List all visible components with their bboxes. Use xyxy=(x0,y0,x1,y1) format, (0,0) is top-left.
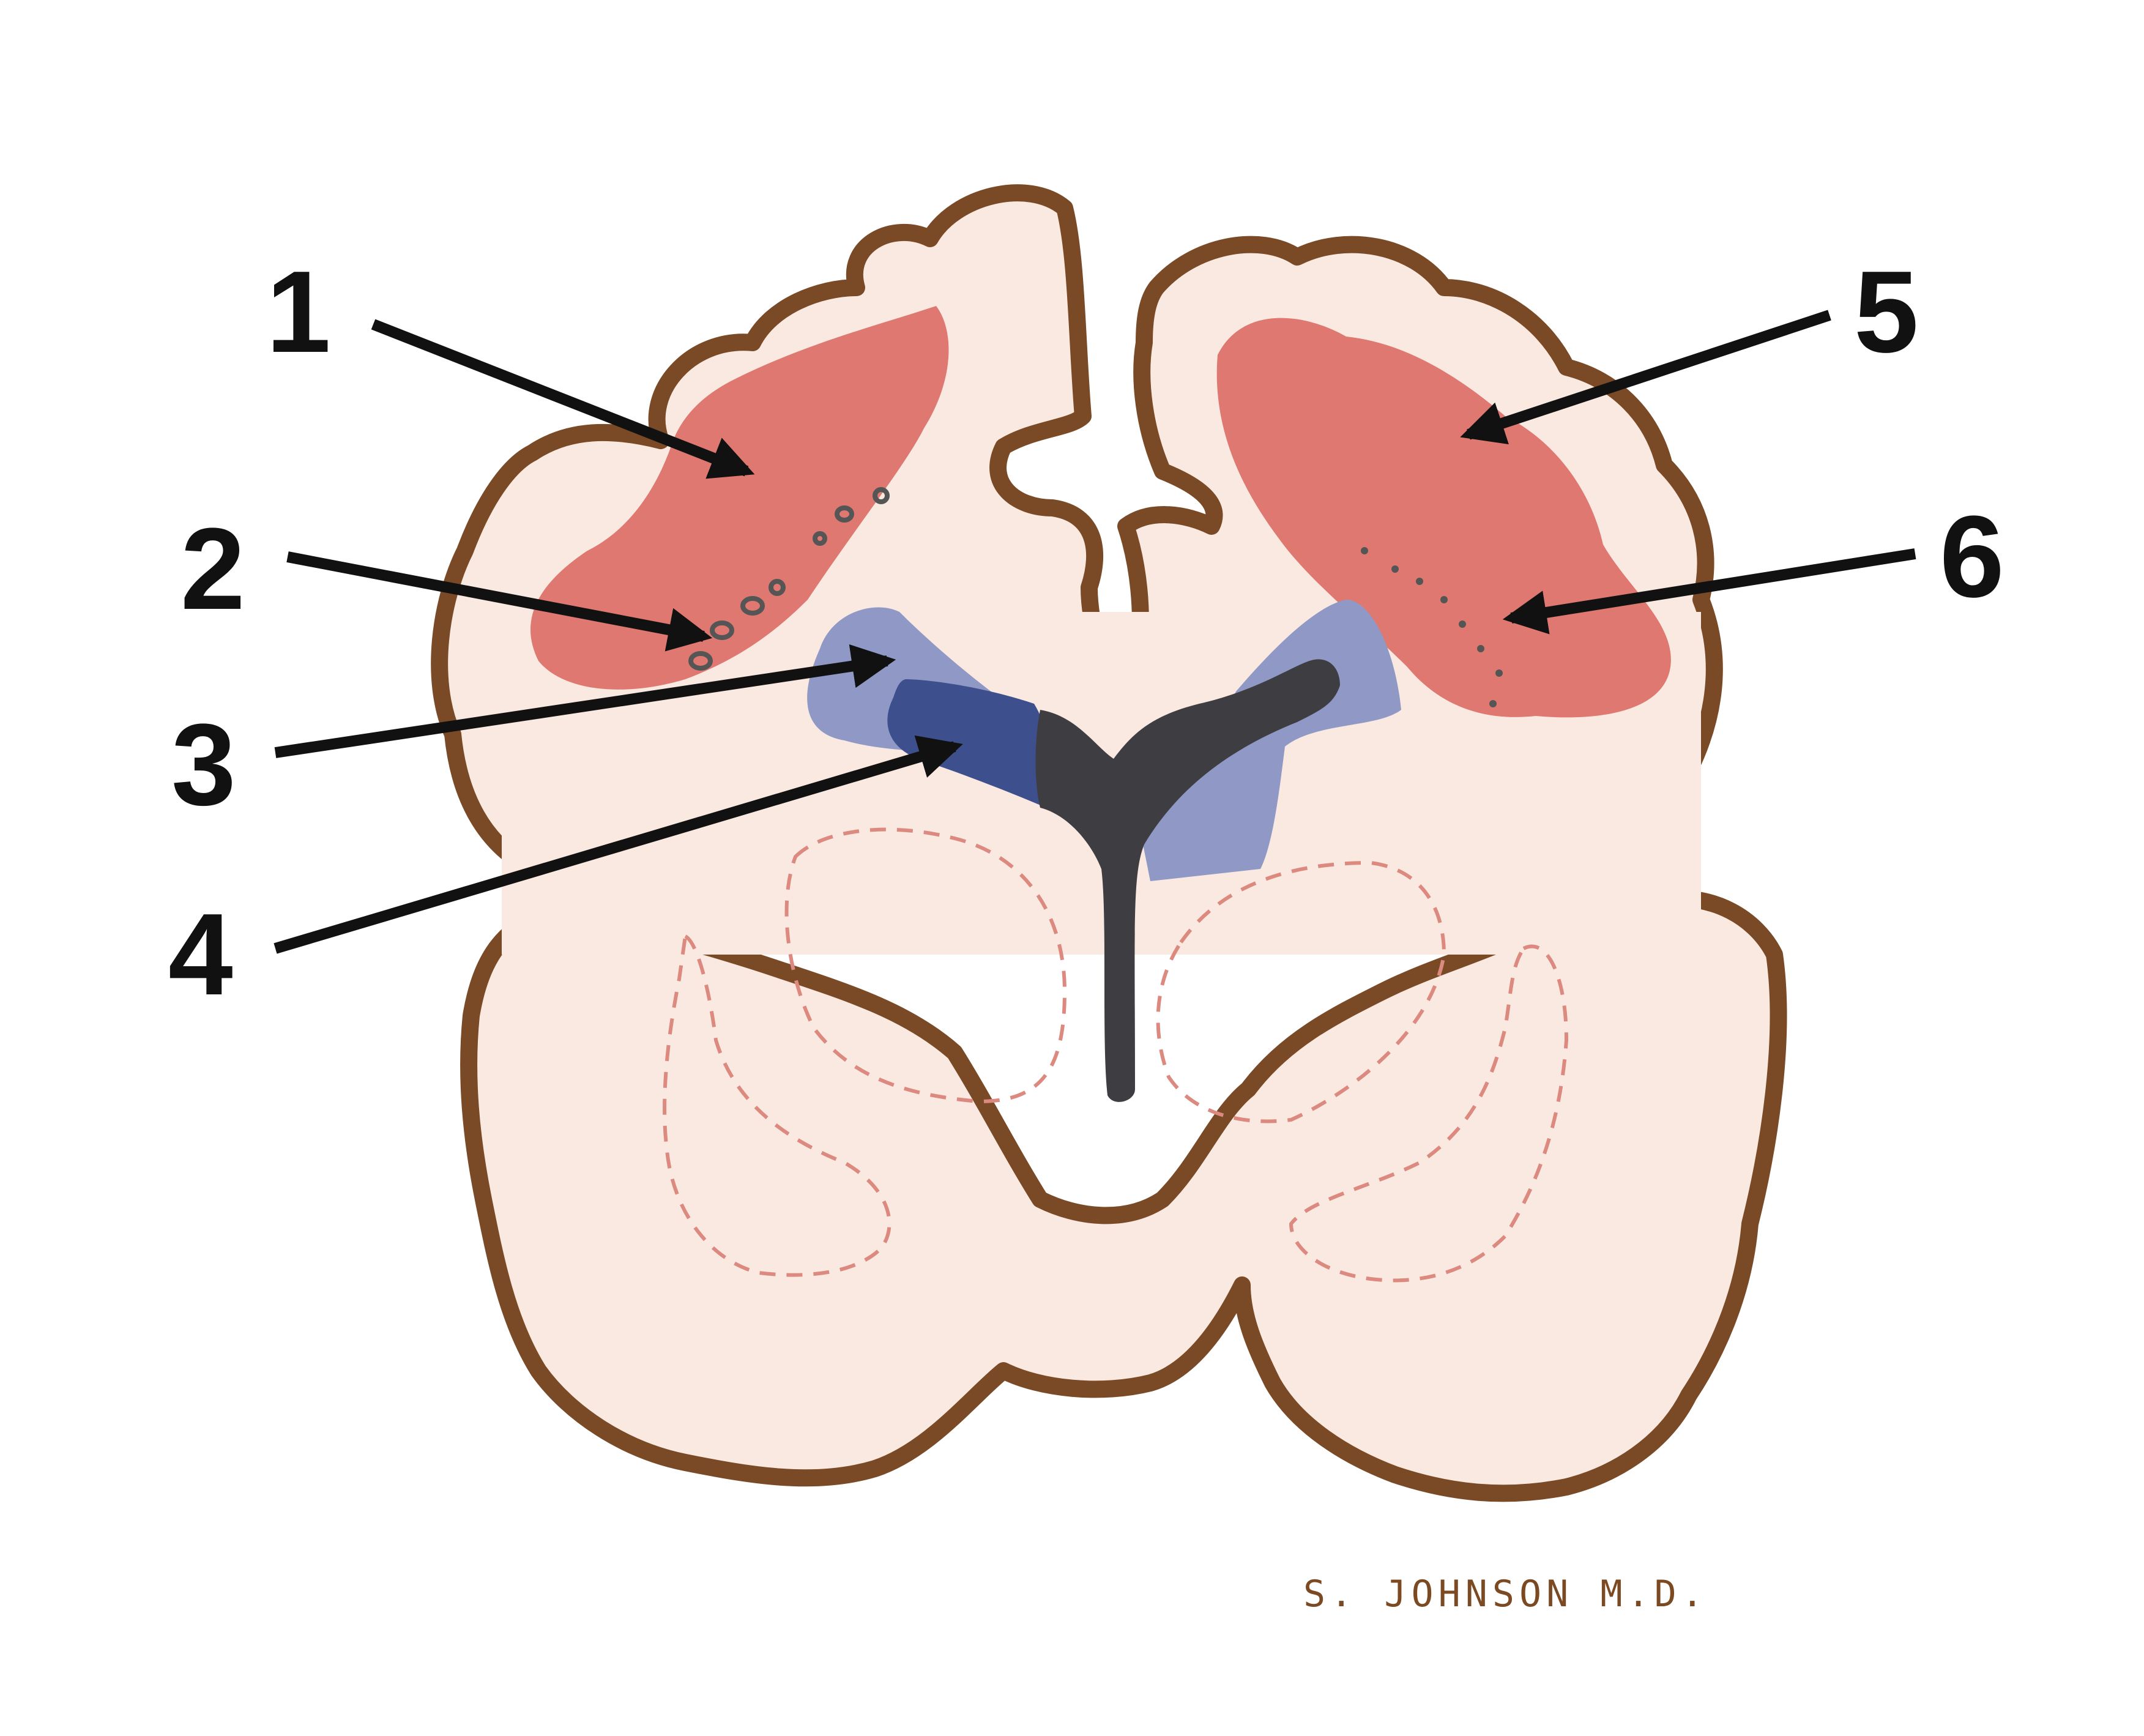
arrow-3 xyxy=(274,644,896,758)
arrow-6 xyxy=(1502,548,1916,635)
central-ventricle xyxy=(1035,659,1340,1102)
arrow-2 xyxy=(286,551,713,652)
label-1: 1 xyxy=(266,247,331,377)
label-4: 4 xyxy=(168,890,233,1019)
label-2: 2 xyxy=(181,504,245,634)
arrow-4 xyxy=(274,735,963,954)
artist-signature: S. JOHNSON M.D. xyxy=(1303,1573,1708,1615)
annotation-arrows xyxy=(274,310,1916,954)
right-lesion xyxy=(1216,318,1671,718)
left-lateral-ventricle xyxy=(887,679,1053,808)
right-lesion-dots xyxy=(1361,547,1503,707)
deep-structure-outlines xyxy=(663,827,1569,1283)
arrow-5 xyxy=(1460,310,1831,445)
label-3: 3 xyxy=(171,700,236,830)
label-5: 5 xyxy=(1854,247,1919,377)
label-6: 6 xyxy=(1940,492,2004,622)
arrow-1 xyxy=(371,319,755,479)
lower-brain xyxy=(460,890,1787,1502)
left-lesion xyxy=(530,306,949,690)
